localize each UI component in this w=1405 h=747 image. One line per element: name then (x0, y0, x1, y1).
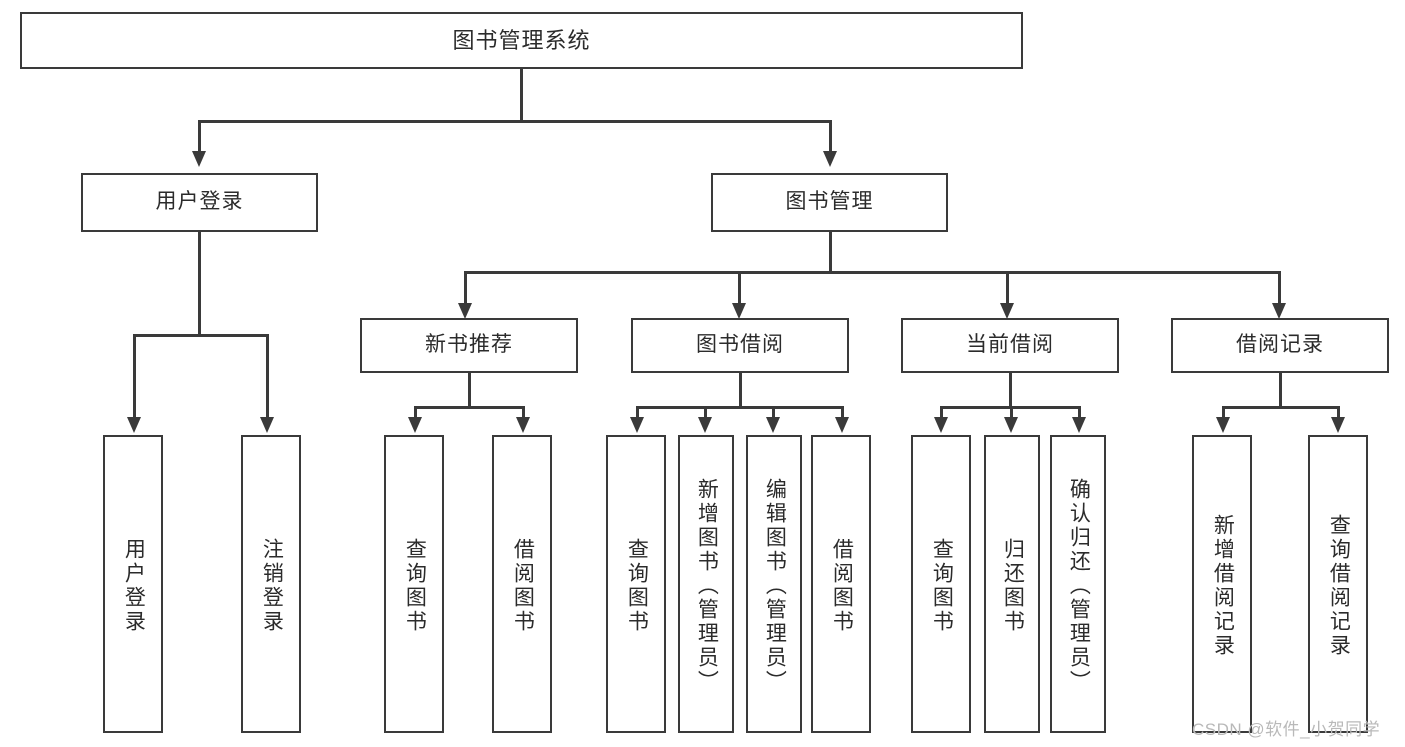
edge-book-borrow-to-leaf-2 (772, 406, 775, 419)
edge-book-mgmt-to-new-book (464, 271, 467, 305)
node-label: 用户登录 (155, 190, 244, 214)
edge-root-stem (520, 69, 523, 121)
node-label: 当前借阅 (966, 333, 1054, 357)
edge-current-borrow-to-leaf-2 (1078, 406, 1081, 419)
node-label: 编辑图书（管理员） (763, 478, 787, 694)
leaf-new-book-borrow[interactable]: 借阅图书 (492, 435, 552, 733)
arrow-book-mgmt-to-book-borrow (732, 303, 746, 319)
node-label: 新增借阅记录 (1211, 514, 1235, 658)
edge-new-book-to-leaf-1 (522, 406, 525, 419)
edge-borrow-record-to-leaf-0 (1222, 406, 1225, 419)
edge-new-book-stem (468, 373, 471, 408)
node-user-login[interactable]: 用户登录 (81, 173, 318, 232)
node-label: 确认归还（管理员） (1067, 478, 1091, 694)
node-current-borrow[interactable]: 当前借阅 (901, 318, 1119, 373)
edge-current-borrow-stem (1009, 373, 1012, 408)
node-label: 图书管理 (785, 190, 874, 214)
node-label: 查询借阅记录 (1327, 514, 1351, 658)
edge-book-mgmt-to-current-borrow (1006, 271, 1009, 305)
edge-book-mgmt-bus (464, 271, 1280, 274)
leaf-current-borrow-confirm[interactable]: 确认归还（管理员） (1050, 435, 1106, 733)
node-label: 查询图书 (403, 538, 427, 634)
edge-user-login-stem (198, 232, 201, 336)
node-label: 用户登录 (122, 538, 146, 634)
edge-borrow-record-bus (1222, 406, 1339, 409)
arrow-current-borrow-to-leaf-0 (934, 417, 948, 433)
edge-book-mgmt-to-book-borrow (738, 271, 741, 305)
leaf-user-login-logout[interactable]: 注销登录 (241, 435, 301, 733)
arrow-root-to-book-mgmt (823, 151, 837, 167)
edge-book-borrow-to-leaf-3 (841, 406, 844, 419)
edge-root-to-user-login (198, 120, 201, 153)
leaf-new-book-query[interactable]: 查询图书 (384, 435, 444, 733)
edge-book-borrow-to-leaf-1 (704, 406, 707, 419)
node-label: 归还图书 (1001, 538, 1025, 634)
arrow-book-borrow-to-leaf-0 (630, 417, 644, 433)
edge-root-bus (198, 120, 832, 123)
edge-user-login-bus (133, 334, 266, 337)
arrow-new-book-to-leaf-0 (408, 417, 422, 433)
node-borrow-record[interactable]: 借阅记录 (1171, 318, 1389, 373)
arrow-book-mgmt-to-borrow-record (1272, 303, 1286, 319)
node-label: 图书借阅 (696, 333, 784, 357)
edge-borrow-record-to-leaf-1 (1337, 406, 1340, 419)
arrow-book-mgmt-to-new-book (458, 303, 472, 319)
leaf-current-borrow-return[interactable]: 归还图书 (984, 435, 1040, 733)
node-new-book-recommend[interactable]: 新书推荐 (360, 318, 578, 373)
arrow-user-login-to-leaf-0 (127, 417, 141, 433)
edge-book-borrow-to-leaf-0 (636, 406, 639, 419)
leaf-current-borrow-query[interactable]: 查询图书 (911, 435, 971, 733)
node-label: 查询图书 (625, 538, 649, 634)
leaf-user-login-login[interactable]: 用户登录 (103, 435, 163, 733)
edge-new-book-bus (414, 406, 524, 409)
node-label: 查询图书 (930, 538, 954, 634)
node-book-management[interactable]: 图书管理 (711, 173, 948, 232)
arrow-book-borrow-to-leaf-3 (835, 417, 849, 433)
node-book-borrow[interactable]: 图书借阅 (631, 318, 849, 373)
edge-book-mgmt-to-borrow-record (1278, 271, 1281, 305)
node-label: 借阅记录 (1236, 333, 1324, 357)
arrow-borrow-record-to-leaf-0 (1216, 417, 1230, 433)
node-label: 新书推荐 (425, 333, 513, 357)
leaf-book-borrow-edit[interactable]: 编辑图书（管理员） (746, 435, 802, 733)
edge-current-borrow-to-leaf-1 (1010, 406, 1013, 419)
leaf-borrow-record-add[interactable]: 新增借阅记录 (1192, 435, 1252, 733)
edge-user-login-to-leaf-1 (266, 334, 269, 419)
edge-book-borrow-bus (636, 406, 843, 409)
arrow-book-borrow-to-leaf-1 (698, 417, 712, 433)
node-root-system[interactable]: 图书管理系统 (20, 12, 1023, 69)
edge-new-book-to-leaf-0 (414, 406, 417, 419)
arrow-borrow-record-to-leaf-1 (1331, 417, 1345, 433)
edge-root-to-book-mgmt (829, 120, 832, 153)
node-label: 借阅图书 (830, 538, 854, 634)
leaf-book-borrow-borrow[interactable]: 借阅图书 (811, 435, 871, 733)
node-label: 图书管理系统 (452, 27, 591, 53)
leaf-book-borrow-query[interactable]: 查询图书 (606, 435, 666, 733)
arrow-user-login-to-leaf-1 (260, 417, 274, 433)
arrow-book-borrow-to-leaf-2 (766, 417, 780, 433)
edge-book-borrow-stem (739, 373, 742, 408)
arrow-current-borrow-to-leaf-2 (1072, 417, 1086, 433)
node-label: 注销登录 (260, 538, 284, 634)
edge-current-borrow-to-leaf-0 (940, 406, 943, 419)
arrow-new-book-to-leaf-1 (516, 417, 530, 433)
arrow-root-to-user-login (192, 151, 206, 167)
edge-book-mgmt-stem (829, 232, 832, 273)
node-label: 借阅图书 (511, 538, 535, 634)
arrow-book-mgmt-to-current-borrow (1000, 303, 1014, 319)
edge-borrow-record-stem (1279, 373, 1282, 408)
leaf-borrow-record-query[interactable]: 查询借阅记录 (1308, 435, 1368, 733)
arrow-current-borrow-to-leaf-1 (1004, 417, 1018, 433)
node-label: 新增图书（管理员） (695, 478, 719, 694)
leaf-book-borrow-add[interactable]: 新增图书（管理员） (678, 435, 734, 733)
edge-user-login-to-leaf-0 (133, 334, 136, 419)
